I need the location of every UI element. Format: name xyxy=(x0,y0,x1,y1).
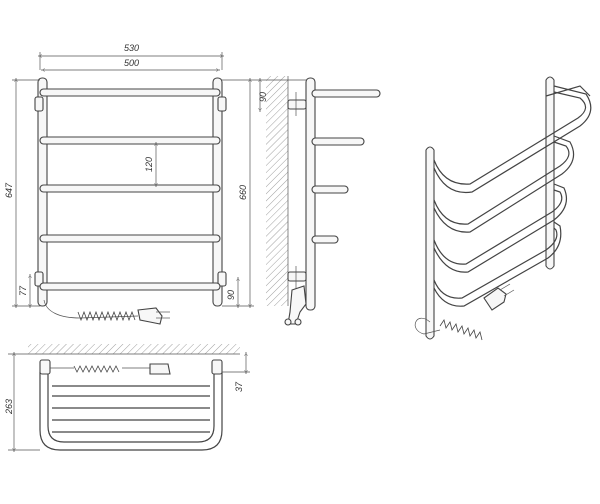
dim-bottom-left: 77 xyxy=(18,285,28,296)
bracket-top-left xyxy=(34,96,44,112)
top-frame-outer xyxy=(39,372,223,451)
dim-side-top-offset: 90 xyxy=(258,92,268,102)
top-view: 37 263 xyxy=(4,344,250,450)
front-bars xyxy=(39,88,221,291)
dim-overall-height: 647 xyxy=(4,182,14,198)
side-view: 90 xyxy=(254,76,381,326)
top-frame-inner xyxy=(47,372,215,443)
bracket-top-right xyxy=(217,96,227,112)
dim-overall-width: 530 xyxy=(124,43,139,53)
side-bar-4 xyxy=(311,235,339,244)
bar-5 xyxy=(39,282,221,291)
bar-1 xyxy=(39,88,221,97)
iso-bar-2 xyxy=(433,141,570,225)
dim-bar-spacing: 120 xyxy=(144,157,154,172)
top-wall-hatch xyxy=(28,344,240,354)
isometric-view xyxy=(414,76,592,341)
side-bar-3 xyxy=(311,185,349,194)
bar-2 xyxy=(39,136,221,145)
dim-center-height: 660 xyxy=(238,185,248,200)
side-wall-hatch xyxy=(266,76,288,306)
iso-cable-coil xyxy=(439,319,483,341)
side-bar-2 xyxy=(311,137,365,146)
side-bar-1 xyxy=(311,89,381,98)
side-heater xyxy=(287,285,307,325)
iso-plug xyxy=(483,287,507,311)
iso-heater-cable xyxy=(414,317,441,335)
bracket-bottom-left xyxy=(34,271,44,287)
dim-bottom-right: 90 xyxy=(226,290,236,300)
side-post xyxy=(305,77,316,311)
iso-front-post xyxy=(425,146,435,340)
iso-bar-3 xyxy=(433,189,563,265)
bar-4 xyxy=(39,234,221,243)
iso-bar-4 xyxy=(433,227,558,299)
cable-coil xyxy=(77,310,136,322)
dim-center-width: 500 xyxy=(124,58,139,68)
iso-bar-1 xyxy=(433,91,587,185)
plug xyxy=(137,307,163,325)
bar-3 xyxy=(39,184,221,193)
bracket-bottom-right xyxy=(217,271,227,287)
top-cable-coil xyxy=(73,365,120,373)
dim-top-wall-offset: 37 xyxy=(234,381,244,392)
dim-top-depth: 263 xyxy=(4,399,14,415)
front-view: 530 500 647 77 120 660 90 xyxy=(4,43,254,325)
